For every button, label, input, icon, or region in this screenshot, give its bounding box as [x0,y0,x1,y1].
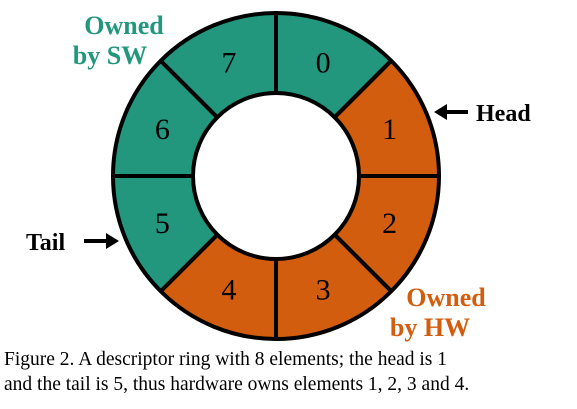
caption-line-1: Figure 2. A descriptor ring with 8 eleme… [4,349,448,370]
ring-segment-label-6: 6 [155,113,170,146]
ring-segment-label-1: 1 [382,113,397,146]
ring-segment-label-5: 5 [155,207,170,240]
owned-by-hw-label-line1: Owned [406,283,486,312]
tail-arrow [84,233,119,249]
ring-segment-label-4: 4 [221,274,236,307]
caption-line-2: and the tail is 5, thus hardware owns el… [4,374,470,395]
ring-labels: 0 1 2 3 4 5 6 7 [155,46,397,306]
owned-by-sw-label-line1: Owned [84,11,164,40]
owned-by-hw-label-line2: by HW [390,313,470,342]
head-label: Head [476,101,531,127]
owned-by-sw-label-line2: by SW [73,41,147,70]
ring-segment-7 [158,11,278,120]
ring [111,11,441,341]
figure-caption: Figure 2. A descriptor ring with 8 eleme… [4,347,576,397]
ring-segment-label-3: 3 [316,274,331,307]
tail-label: Tail [26,230,65,256]
ring-segment-label-7: 7 [221,46,236,79]
head-arrow [434,104,468,120]
ring-segment-label-2: 2 [382,207,397,240]
ring-segment-label-0: 0 [316,46,331,79]
